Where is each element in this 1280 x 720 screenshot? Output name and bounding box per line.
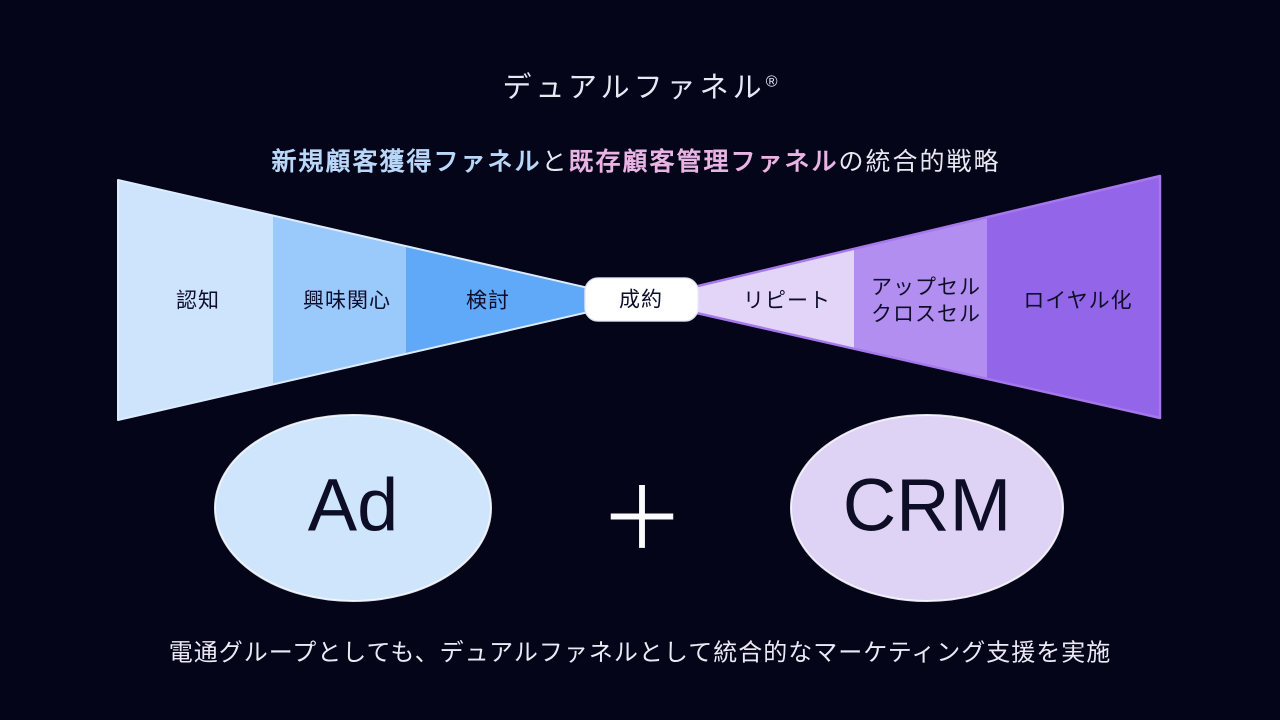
conversion-box xyxy=(584,277,699,322)
funnel-left-stage-interest xyxy=(273,216,406,384)
stage-label-repeat: リピート xyxy=(743,289,831,313)
subtitle-retention-funnel: 既存顧客管理ファネル xyxy=(568,148,839,176)
funnel-right-stage-loyalty xyxy=(987,176,1160,418)
crm-oval xyxy=(790,414,1064,602)
funnel-right-stage-upsell xyxy=(854,217,987,379)
subtitle-suffix: の統合的戦略 xyxy=(838,148,1001,176)
slide-title: デュアルファネル® xyxy=(503,64,778,106)
slide-title-text: デュアルファネル xyxy=(502,72,766,104)
stage-label-awareness: 認知 xyxy=(176,289,220,313)
funnel-left-stage-consideration xyxy=(406,246,641,354)
stage-label-consideration: 検討 xyxy=(466,289,510,313)
stage-label-upsell-line1: アップセル xyxy=(871,276,981,299)
stage-label-upsell-line2: クロスセル xyxy=(871,303,981,326)
subtitle-connector: と xyxy=(541,148,569,176)
slide-subtitle: 新規顧客獲得ファネルと既存顧客管理ファネルの統合的戦略 xyxy=(271,142,1000,178)
funnel-right-outline xyxy=(637,174,1162,420)
stage-label-loyalty: ロイヤル化 xyxy=(1023,289,1133,313)
funnel-left-stage-awareness xyxy=(118,180,273,420)
stage-label-conversion: 成約 xyxy=(619,288,663,312)
registered-mark: ® xyxy=(765,73,778,91)
ad-label: Ad xyxy=(307,463,399,547)
funnel-right-stage-repeat xyxy=(639,249,854,349)
ad-oval xyxy=(214,414,492,602)
crm-label: CRM xyxy=(842,463,1012,547)
stage-label-interest: 興味関心 xyxy=(303,289,391,313)
plus-sign: ＋ xyxy=(599,471,685,568)
stage-label-upsell-crosssell: アップセル クロスセル xyxy=(871,274,981,328)
subtitle-acquisition-funnel: 新規顧客獲得ファネル xyxy=(271,148,542,176)
footer-note: 電通グループとしても、デュアルファネルとして統合的なマーケティング支援を実施 xyxy=(168,639,1112,667)
funnel-left-outline xyxy=(117,179,642,421)
